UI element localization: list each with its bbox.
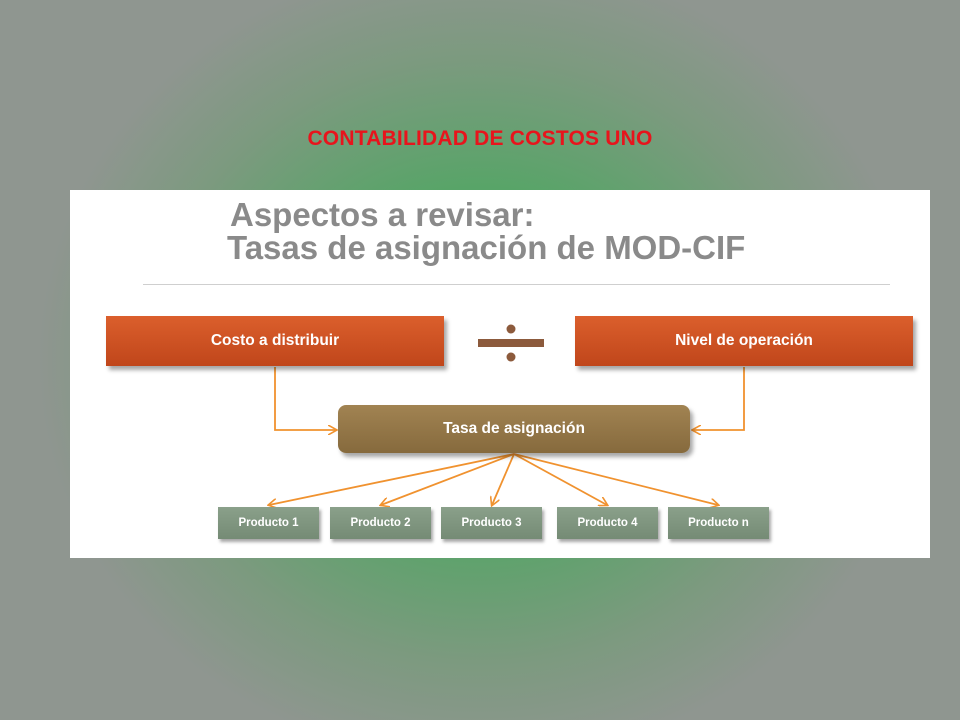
slide-title: CONTABILIDAD DE COSTOS UNO	[307, 127, 653, 150]
operation-level-box: Nivel de operación	[575, 316, 913, 366]
product-box-2: Producto 2	[330, 507, 431, 539]
product-box-1: Producto 1	[218, 507, 319, 539]
product-box-4: Producto 4	[557, 507, 658, 539]
arrow-to-producto-n	[513, 453, 718, 505]
product-box-n: Producto n	[668, 507, 769, 539]
heading-divider	[143, 284, 890, 285]
heading-line-1: Aspectos a revisar:	[230, 196, 535, 233]
arrow-level-to-rate	[693, 367, 745, 430]
diagram-panel: Aspectos a revisar: Tasas de asignación …	[70, 190, 930, 558]
arrow-to-producto-2	[381, 453, 515, 505]
arrow-to-producto-4	[513, 453, 607, 505]
cost-to-distribute-box: Costo a distribuir	[106, 316, 444, 366]
product-box-3: Producto 3	[441, 507, 542, 539]
arrow-to-producto-3	[492, 453, 515, 505]
arrow-to-producto-1	[269, 453, 515, 505]
division-icon	[478, 324, 544, 362]
allocation-rate-box: Tasa de asignación	[338, 405, 690, 453]
arrow-cost-to-rate	[274, 367, 336, 430]
heading-line-2: Tasas de asignación de MOD-CIF	[227, 229, 746, 266]
diagram-heading: Aspectos a revisar: Tasas de asignación …	[227, 196, 746, 266]
